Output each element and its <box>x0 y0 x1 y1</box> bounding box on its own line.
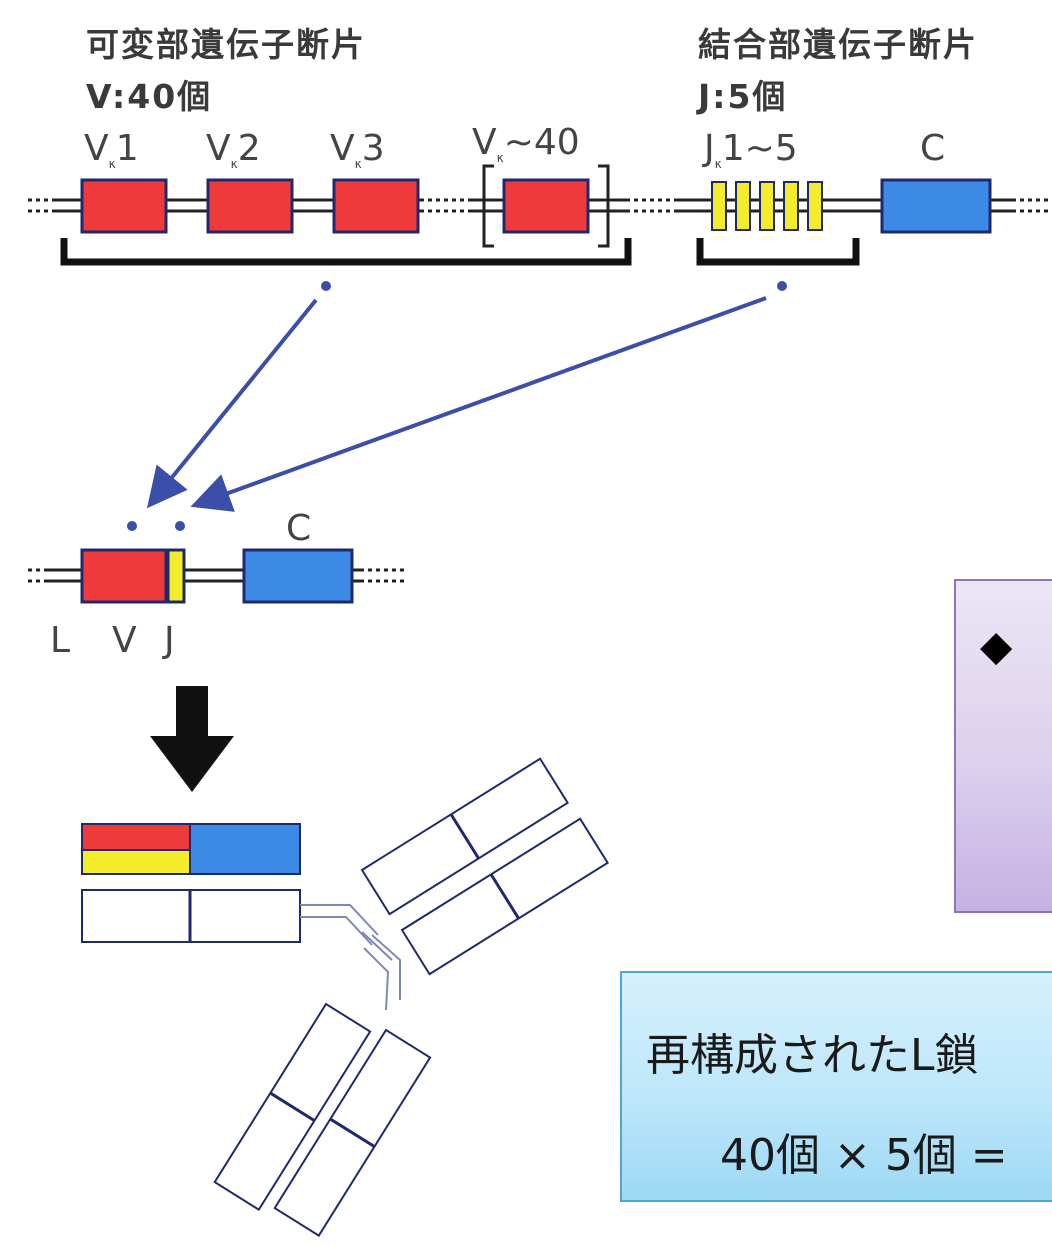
recombined-j-segment <box>166 548 186 604</box>
antibody-upper-arm <box>360 757 610 976</box>
c-segment-top <box>880 178 992 234</box>
v40-left-bracket <box>482 164 494 248</box>
segment-label-v2: Vκ2 <box>206 128 261 171</box>
recombined-label-v: V <box>112 620 137 661</box>
v-group-bracket <box>60 238 632 266</box>
segment-label-j: Jκ1~5 <box>704 128 798 171</box>
v2-segment <box>206 178 294 234</box>
combination-formula: 40個 × 5個 = <box>720 1130 1008 1181</box>
v-dot <box>321 281 331 291</box>
segment-label-c-mid: C <box>286 508 312 549</box>
v1-segment <box>80 178 168 234</box>
v40-right-bracket <box>598 164 610 248</box>
segment-label-v3: Vκ3 <box>330 128 385 171</box>
diamond-bullet-icon: ◆ <box>980 621 1013 670</box>
j-selection-arrow <box>190 296 767 512</box>
recombined-v-segment <box>80 548 168 604</box>
joining-region-title: 結合部遺伝子断片 <box>698 25 978 64</box>
blue-callout-box: 再構成されたL鎖 40個 × 5個 = <box>620 971 1052 1202</box>
j-group-bracket <box>696 238 860 266</box>
v3-segment <box>332 178 420 234</box>
j-dot <box>777 281 787 291</box>
j-segments <box>711 181 823 231</box>
v40-segment <box>502 178 590 234</box>
purple-callout-box: ◆ <box>954 579 1052 913</box>
segment-label-c-top: C <box>920 128 946 169</box>
recombination-text: 再構成されたL鎖 <box>646 1030 979 1081</box>
j-target-dot <box>175 521 185 531</box>
recombined-label-l: L <box>50 620 71 661</box>
v-target-dot <box>127 521 137 531</box>
light-chain <box>81 823 301 943</box>
variable-region-title: 可変部遺伝子断片 <box>86 25 366 64</box>
recombined-label-j: J <box>164 620 175 661</box>
recombined-c-segment <box>242 548 354 604</box>
down-arrow-icon <box>150 686 234 792</box>
segment-label-v1: Vκ1 <box>84 128 139 171</box>
antibody-hinge <box>300 904 401 1011</box>
joining-region-count: J:5個 <box>698 77 788 116</box>
antibody-lower-arm <box>213 1002 432 1238</box>
segment-label-v40: Vκ~40 <box>472 122 580 165</box>
v-selection-arrow <box>146 298 318 509</box>
variable-region-count: V:40個 <box>86 77 213 116</box>
